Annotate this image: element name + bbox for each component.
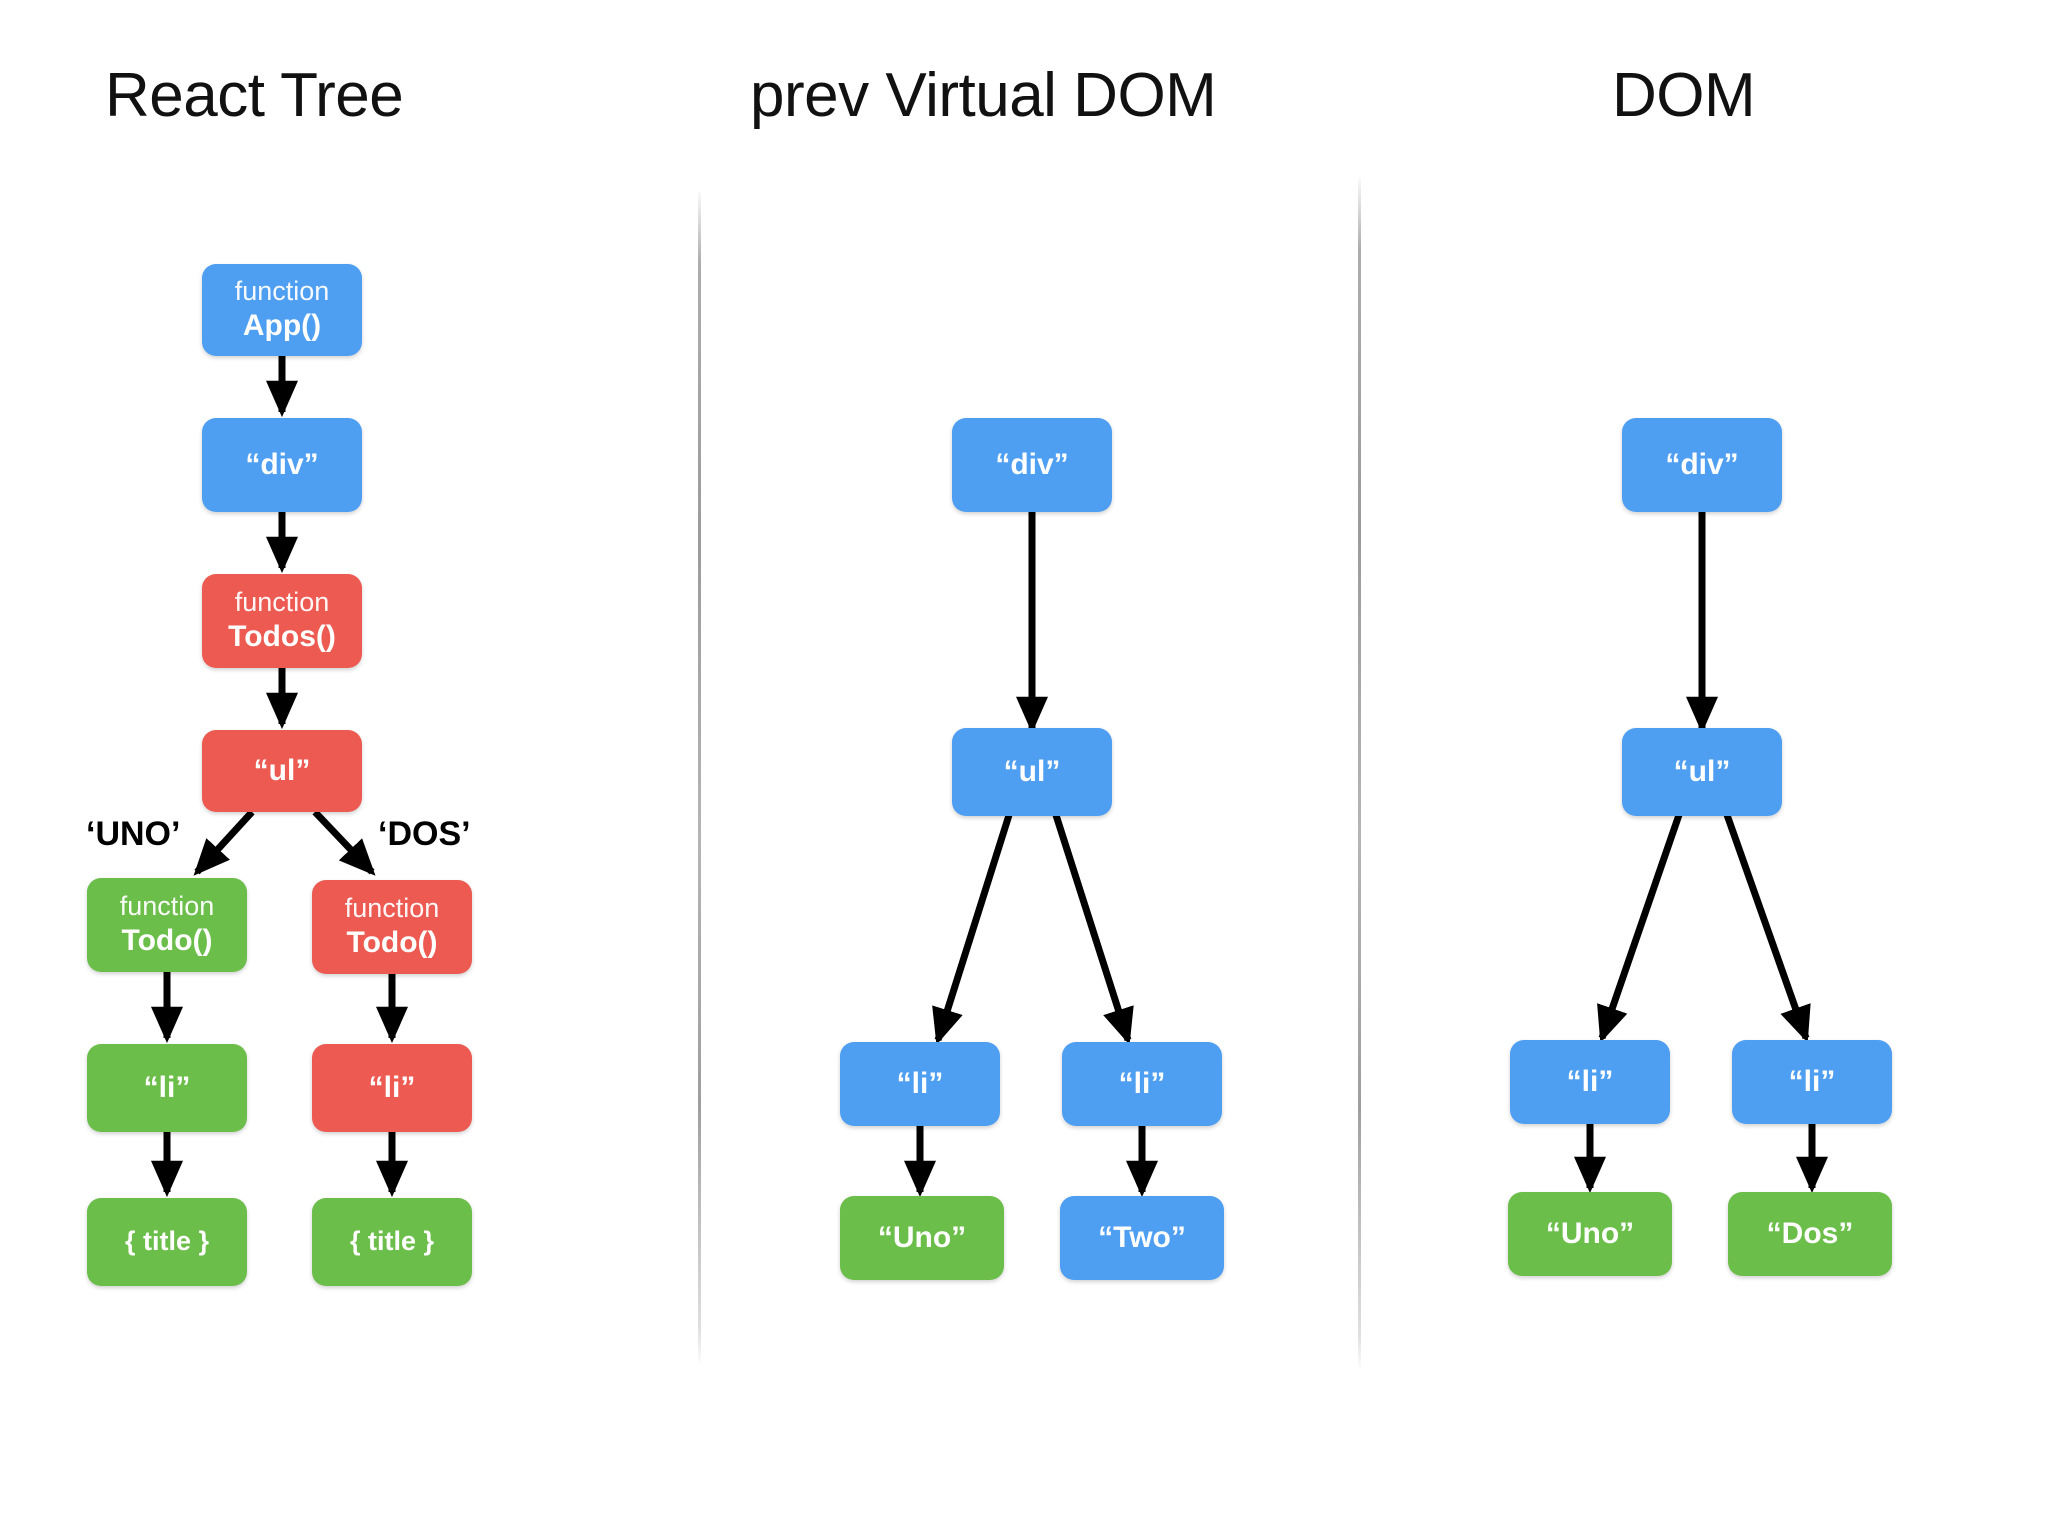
react-node-todo-right[interactable]: function Todo()	[312, 880, 472, 974]
vdom-node-li-right-label: “li”	[1118, 1067, 1166, 1101]
react-node-todos-keyword: function	[234, 587, 330, 618]
dom-node-li-right[interactable]: “li”	[1732, 1040, 1892, 1124]
vdom-node-ul-label: “ul”	[1003, 755, 1061, 789]
column-divider-2	[1358, 178, 1361, 1370]
dom-node-li-right-label: “li”	[1788, 1065, 1836, 1099]
column-title-prev-virtual-dom: prev Virtual DOM	[750, 61, 1217, 130]
vdom-node-text-left[interactable]: “Uno”	[840, 1196, 1004, 1280]
react-node-ul[interactable]: “ul”	[202, 730, 362, 812]
dom-node-ul-label: “ul”	[1673, 755, 1731, 789]
edge-label-dos: ‘DOS’	[378, 815, 471, 853]
react-node-li-right[interactable]: “li”	[312, 1044, 472, 1132]
vdom-node-li-left[interactable]: “li”	[840, 1042, 1000, 1126]
column-divider-1	[698, 192, 701, 1364]
dom-node-div-label: “div”	[1665, 448, 1739, 482]
edge-label-uno: ‘UNO’	[86, 815, 181, 853]
react-node-div-label: “div”	[245, 448, 319, 482]
react-node-title-left-label: { title }	[124, 1226, 210, 1257]
vdom-edge-ul-to-li-right	[1051, 810, 1134, 1045]
dom-node-text-right-label: “Dos”	[1766, 1217, 1854, 1251]
dom-edge-ul-to-li-right	[1722, 810, 1811, 1043]
react-node-ul-label: “ul”	[253, 754, 311, 788]
dom-edge-ul-to-li-left	[1597, 810, 1684, 1043]
react-node-title-right-label: { title }	[349, 1226, 435, 1257]
react-node-todo-right-name: Todo()	[346, 926, 438, 960]
vdom-edge-ul-to-li-left	[932, 810, 1014, 1045]
dom-node-div[interactable]: “div”	[1622, 418, 1782, 512]
dom-node-text-right[interactable]: “Dos”	[1728, 1192, 1892, 1276]
edge-ul-to-todo-left	[193, 809, 255, 876]
vdom-node-text-right-label: “Two”	[1098, 1221, 1186, 1255]
react-node-todo-left[interactable]: function Todo()	[87, 878, 247, 972]
vdom-node-text-left-label: “Uno”	[877, 1221, 967, 1255]
react-node-app-keyword: function	[234, 276, 330, 307]
react-node-li-right-label: “li”	[368, 1071, 416, 1105]
column-title-react-tree: React Tree	[105, 61, 404, 130]
react-node-todo-left-name: Todo()	[121, 924, 213, 958]
react-node-todo-right-keyword: function	[344, 893, 440, 924]
dom-node-text-left-label: “Uno”	[1545, 1217, 1635, 1251]
react-node-li-left[interactable]: “li”	[87, 1044, 247, 1132]
react-node-todo-left-keyword: function	[119, 891, 215, 922]
edge-ul-to-todo-right	[312, 809, 376, 876]
react-node-app-name: App()	[242, 309, 322, 343]
dom-node-li-left[interactable]: “li”	[1510, 1040, 1670, 1124]
react-node-todos-name: Todos()	[228, 620, 336, 654]
react-node-app[interactable]: function App()	[202, 264, 362, 356]
react-node-title-left[interactable]: { title }	[87, 1198, 247, 1286]
react-node-div[interactable]: “div”	[202, 418, 362, 512]
react-node-li-left-label: “li”	[143, 1071, 191, 1105]
dom-node-ul[interactable]: “ul”	[1622, 728, 1782, 816]
dom-node-text-left[interactable]: “Uno”	[1508, 1192, 1672, 1276]
vdom-node-li-left-label: “li”	[896, 1067, 944, 1101]
vdom-node-div[interactable]: “div”	[952, 418, 1112, 512]
react-node-title-right[interactable]: { title }	[312, 1198, 472, 1286]
vdom-node-li-right[interactable]: “li”	[1062, 1042, 1222, 1126]
vdom-node-div-label: “div”	[995, 448, 1069, 482]
vdom-node-ul[interactable]: “ul”	[952, 728, 1112, 816]
dom-node-li-left-label: “li”	[1566, 1065, 1614, 1099]
vdom-node-text-right[interactable]: “Two”	[1060, 1196, 1224, 1280]
react-node-todos[interactable]: function Todos()	[202, 574, 362, 668]
column-title-dom: DOM	[1612, 61, 1756, 130]
